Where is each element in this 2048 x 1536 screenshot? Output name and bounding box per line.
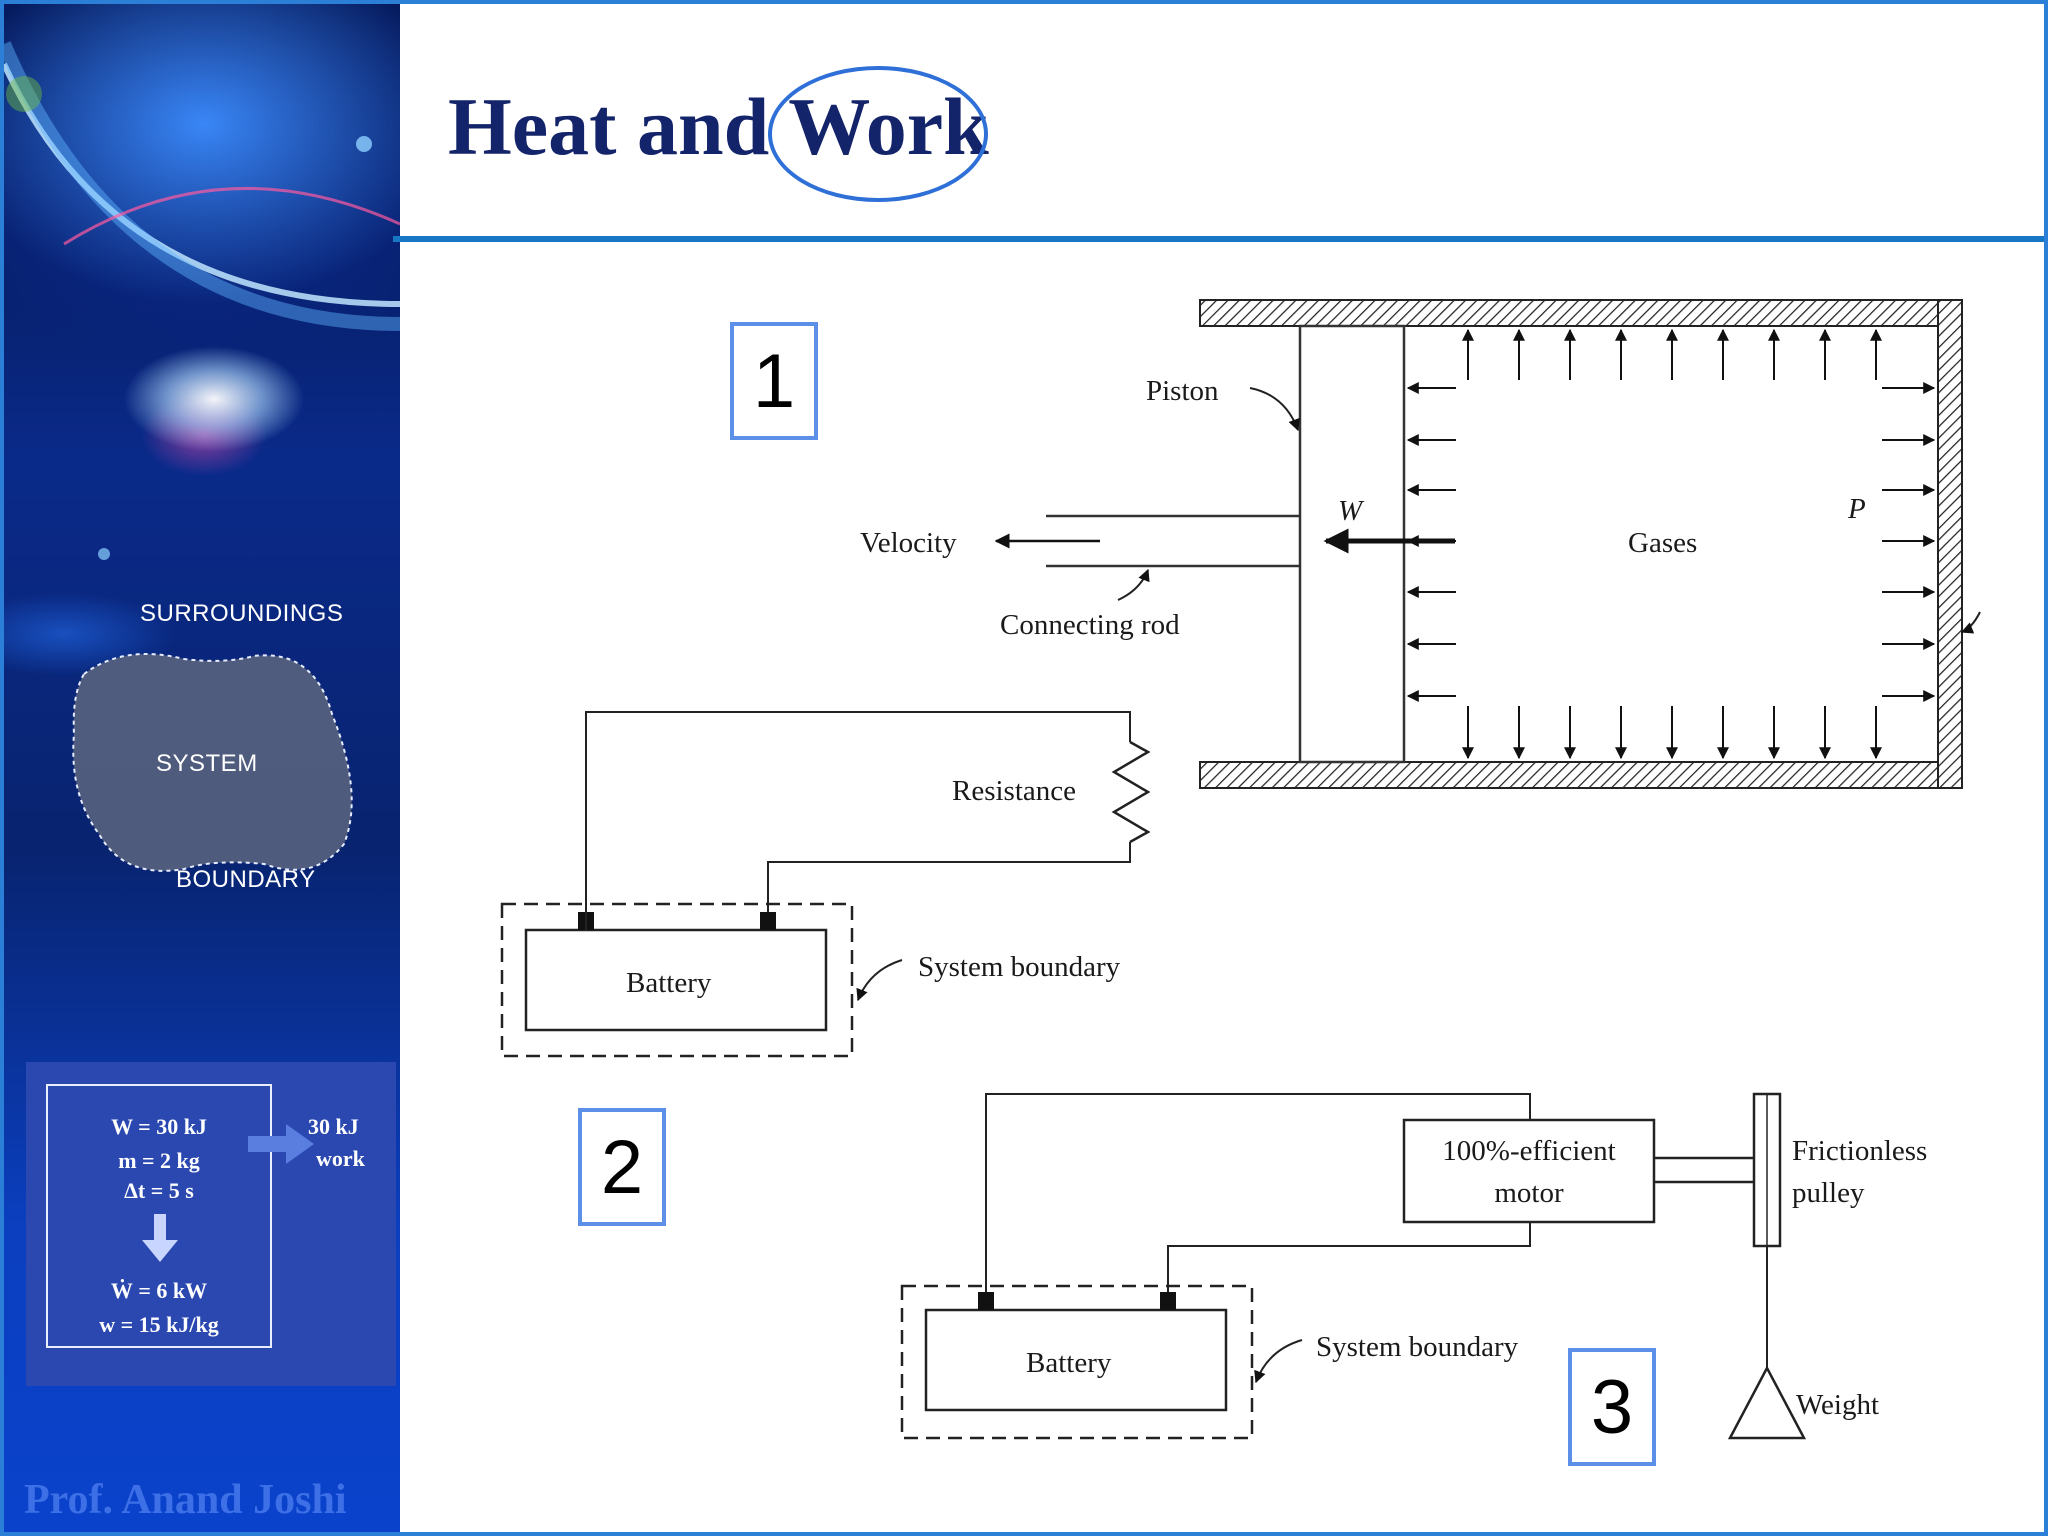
wire-2-top <box>585 711 1131 930</box>
time-value: Δt = 5 s <box>124 1178 194 1203</box>
pulley-label-line1: Frictionless <box>1792 1135 1927 1167</box>
weight <box>1727 1365 1807 1440</box>
connecting-rod-label: Connecting rod <box>1000 609 1180 641</box>
weight-label: Weight <box>1796 1389 1879 1421</box>
piston-cylinder-diagram: Piston Velocity Connecting rod W Gases P <box>860 299 1981 789</box>
system-boundary-3 <box>900 1284 1254 1440</box>
work-value: W = 30 kJ <box>111 1114 207 1139</box>
piston-leader <box>1249 387 1300 432</box>
work-example-panel: W = 30 kJ m = 2 kg Δt = 5 s Ẇ = 6 kW w =… <box>26 1062 396 1386</box>
cylinder-end-wall <box>1937 299 1963 789</box>
battery-3-terminal-right <box>1160 1292 1176 1310</box>
resistance-label: Resistance <box>952 775 1076 807</box>
system-boundary-2-label: System boundary <box>918 951 1121 983</box>
work-highlight-ellipse <box>768 66 988 202</box>
gases-label: Gases <box>1628 527 1697 559</box>
battery-resistance-diagram: Resistance Battery System boundary <box>500 711 1151 1058</box>
title-part-heat-and: Heat and <box>448 81 770 172</box>
boundary-3-leader <box>1254 1339 1303 1384</box>
sidebar-space-background: SURROUNDINGS SYSTEM BOUNDARY W = 30 kJ m… <box>4 4 400 1532</box>
wire-3-top <box>985 1093 1531 1292</box>
down-arrow-icon <box>142 1214 178 1262</box>
cylinder-top-wall <box>1199 299 1963 327</box>
boundary-2-leader <box>856 959 903 1002</box>
work-w-label: W <box>1338 495 1365 527</box>
cylinder-bottom-wall <box>1199 761 1963 789</box>
figure-number-2: 2 <box>578 1108 666 1226</box>
wire-2-bottom <box>767 842 1131 912</box>
system-boundary-3-label: System boundary <box>1316 1331 1519 1363</box>
earth-horizon-graphic <box>4 41 400 560</box>
battery-3 <box>924 1308 1228 1412</box>
piston <box>1298 324 1406 764</box>
battery-2-terminal-right <box>760 912 776 930</box>
title-bar <box>400 4 2044 236</box>
system-label: SYSTEM <box>156 750 258 777</box>
title-divider <box>393 236 2044 242</box>
battery-3-terminal-left <box>978 1292 994 1310</box>
work-example-system-box: W = 30 kJ m = 2 kg Δt = 5 s Ẇ = 6 kW w =… <box>46 1084 272 1348</box>
figure-number-3: 3 <box>1568 1348 1656 1466</box>
pressure-p-label: P <box>1847 493 1866 525</box>
battery-2-label: Battery <box>626 967 712 999</box>
wall-leader <box>1960 611 1981 634</box>
boundary-label: BOUNDARY <box>176 866 316 893</box>
connecting-rod-leader <box>1117 568 1150 601</box>
pressure-arrows <box>1406 328 1936 760</box>
motor-label-line2: motor <box>1494 1177 1564 1209</box>
mass-value: m = 2 kg <box>118 1148 200 1173</box>
figure-number-1: 1 <box>730 322 818 440</box>
specific-work-value: w = 15 kJ/kg <box>99 1312 219 1337</box>
resistance-zigzag <box>1111 740 1151 844</box>
pulley-label-line2: pulley <box>1792 1177 1865 1209</box>
power-value: Ẇ = 6 kW <box>110 1278 208 1303</box>
work-out-label: work <box>316 1146 365 1171</box>
battery-2 <box>524 928 828 1032</box>
surroundings-label: SURROUNDINGS <box>140 600 344 627</box>
battery-3-label: Battery <box>1026 1347 1112 1379</box>
system-boundary-2 <box>500 902 854 1058</box>
work-out-value: 30 kJ <box>308 1114 359 1139</box>
battery-motor-pulley-diagram: 100%-efficient motor Frictionless pulley… <box>900 1092 1927 1440</box>
motor-label-line1: 100%-efficient <box>1442 1135 1615 1167</box>
piston-label: Piston <box>1146 375 1219 407</box>
wire-3-bottom <box>1167 1222 1531 1292</box>
author-name: Prof. Anand Joshi <box>24 1477 347 1523</box>
right-arrow-icon <box>248 1124 314 1164</box>
velocity-label: Velocity <box>860 527 957 559</box>
motor <box>1402 1118 1656 1224</box>
system-blob-graphic <box>72 653 353 872</box>
